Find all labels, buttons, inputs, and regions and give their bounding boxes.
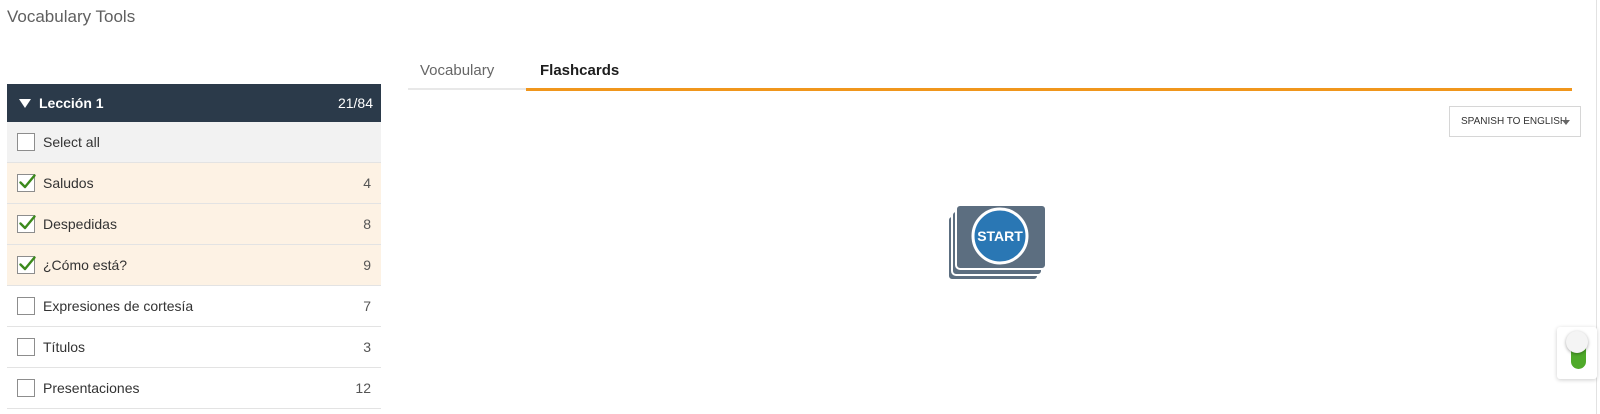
category-checkbox[interactable] (17, 256, 36, 274)
toggle-knob[interactable] (1566, 331, 1588, 353)
category-label: Títulos (43, 339, 86, 355)
floating-toggle[interactable] (1557, 327, 1597, 379)
start-label: START (977, 228, 1023, 244)
tab-flashcards[interactable]: Flashcards (540, 62, 620, 79)
category-row[interactable]: Títulos 3 (7, 327, 381, 368)
tab-vocabulary[interactable]: Vocabulary (420, 62, 495, 79)
category-count: 12 (355, 380, 371, 396)
select-all-row[interactable]: Select all (7, 122, 381, 163)
caret-down-icon[interactable] (19, 98, 31, 108)
select-all-label: Select all (43, 134, 100, 150)
category-row[interactable]: ¿Cómo está? 9 (7, 245, 381, 286)
lesson-header[interactable]: Lección 1 21/84 (7, 84, 381, 122)
direction-select-value: SPANISH TO ENGLISH (1461, 116, 1568, 127)
category-row[interactable]: Despedidas 8 (7, 204, 381, 245)
category-count: 8 (363, 216, 371, 232)
tab-active-indicator (526, 88, 1572, 91)
lesson-count: 21/84 (337, 95, 373, 111)
lesson-panel: Lección 1 21/84 Select all Saludos 4 Des… (7, 84, 381, 409)
category-label: Despedidas (43, 216, 117, 232)
category-count: 4 (363, 175, 371, 191)
category-count: 9 (363, 257, 371, 273)
category-label: ¿Cómo está? (43, 257, 128, 273)
category-checkbox[interactable] (17, 379, 35, 397)
category-row[interactable]: Expresiones de cortesía 7 (7, 286, 381, 327)
category-checkbox[interactable] (17, 174, 36, 192)
category-label: Presentaciones (43, 380, 140, 396)
tab-bar: Vocabulary Flashcards (408, 56, 1572, 92)
check-icon (19, 215, 36, 230)
page-border (1596, 0, 1597, 414)
chevron-down-icon (1562, 120, 1570, 125)
category-label: Saludos (43, 175, 94, 191)
start-button[interactable]: START (946, 202, 1048, 282)
category-row[interactable]: Presentaciones 12 (7, 368, 381, 409)
select-all-checkbox[interactable] (17, 133, 35, 151)
category-checkbox[interactable] (17, 297, 35, 315)
direction-select[interactable]: SPANISH TO ENGLISH (1449, 106, 1581, 137)
check-icon (19, 174, 36, 189)
flashcard-stack-icon: START (947, 204, 1047, 281)
category-count: 3 (363, 339, 371, 355)
category-checkbox[interactable] (17, 215, 36, 233)
check-icon (19, 256, 36, 271)
category-label: Expresiones de cortesía (43, 298, 194, 314)
lesson-title: Lección 1 (39, 95, 104, 111)
page-title: Vocabulary Tools (7, 7, 136, 26)
category-checkbox[interactable] (17, 338, 35, 356)
category-count: 7 (363, 298, 371, 314)
category-row[interactable]: Saludos 4 (7, 163, 381, 204)
